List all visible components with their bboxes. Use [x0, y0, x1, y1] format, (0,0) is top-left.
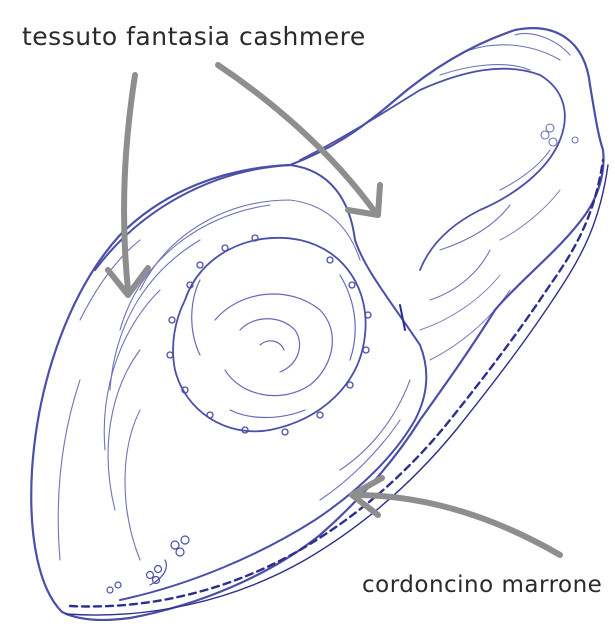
heel-strap-pattern [430, 34, 578, 300]
vamp-outline [95, 165, 426, 600]
arrow-left [124, 75, 135, 290]
paisley-details [192, 275, 355, 418]
dot-pattern [167, 235, 371, 435]
fabric-label: tessuto fantasia cashmere [22, 22, 366, 51]
cord-label: cordoncino marrone [362, 572, 602, 598]
arrow-right [218, 65, 375, 212]
fabric-pattern-bands [58, 200, 410, 560]
sole-stitching [66, 160, 608, 615]
side-panel-pattern [420, 190, 560, 360]
arrow-bottom [355, 495, 560, 555]
